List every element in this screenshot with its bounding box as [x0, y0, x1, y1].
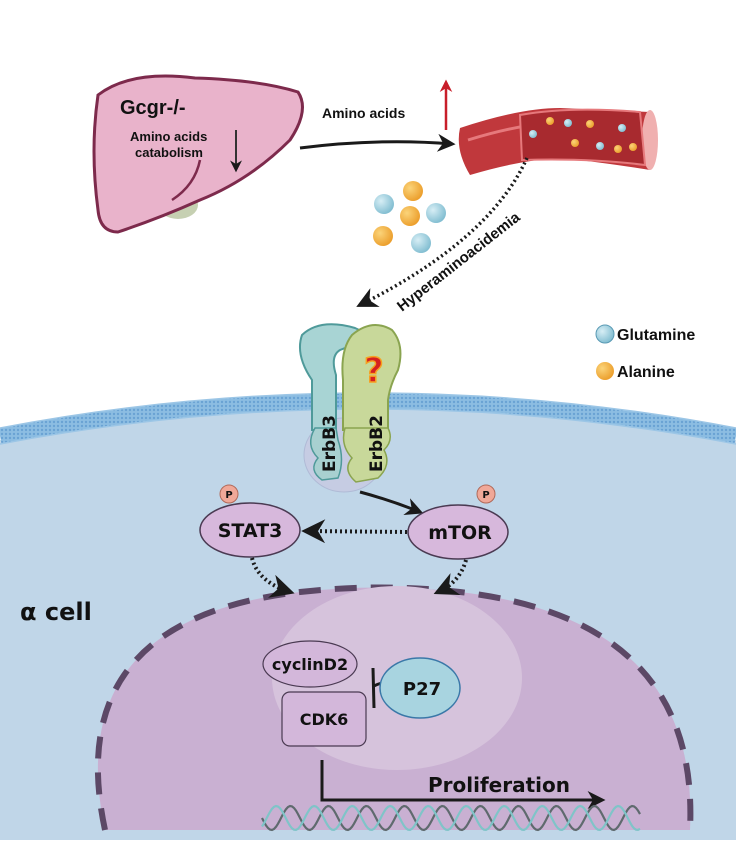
receptor-dimer: [299, 323, 402, 493]
amino-acid-cluster: [373, 181, 446, 253]
legend-glutamine-label: Glutamine: [617, 327, 695, 344]
erbb2-receptor: [341, 324, 402, 431]
mtor-node: P mTOR: [407, 484, 509, 560]
cdk6-node: [281, 691, 367, 747]
alanine-dot: [403, 181, 423, 201]
vessel-label: Amino acids: [322, 105, 405, 121]
glutamine-dot: [618, 124, 626, 132]
liver-process-line2: catabolism: [135, 145, 203, 160]
glutamine-dot: [426, 203, 446, 223]
dna-helix-icon: [261, 804, 641, 832]
alanine-dot: [586, 120, 594, 128]
alanine-dot: [546, 117, 554, 125]
receptor-to-mtor-arrow: [359, 490, 424, 516]
p27-node: P27: [379, 657, 461, 719]
proliferation-label: Proliferation: [428, 773, 570, 797]
cyclind2-node: [262, 640, 358, 688]
mtor-to-stat3-arrow: [301, 519, 408, 544]
mtor-label: mTOR: [428, 522, 492, 544]
cdk6-label: CDK6: [300, 710, 349, 729]
alpha-cell-label: α cell: [20, 598, 92, 626]
glutamine-dot: [374, 194, 394, 214]
dna-strand: [261, 804, 641, 832]
proliferation-arrow: [320, 760, 606, 809]
glutamine-dot: [529, 130, 537, 138]
mtor-phospho-label: P: [482, 490, 489, 501]
vessel-molecules: [529, 117, 637, 153]
p27-label: P27: [403, 679, 441, 700]
mtor-phospho-icon: [476, 484, 496, 504]
stat3-phospho-label: P: [225, 490, 232, 501]
stat3-label: STAT3: [218, 520, 283, 542]
legend-alanine-label: Alanine: [617, 364, 675, 381]
erbb2-label: ErbB2: [367, 415, 387, 472]
dna-strand: [261, 804, 641, 832]
glutamine-dot: [596, 142, 604, 150]
liver-process-line1: Amino acids: [130, 129, 207, 144]
legend-glutamine-icon: [595, 324, 615, 344]
alanine-dot: [373, 226, 393, 246]
alanine-dot: [614, 145, 622, 153]
glutamine-dot: [564, 119, 572, 127]
liver-organ: [92, 74, 304, 234]
legend-alanine-icon: [596, 362, 614, 380]
erbb3-label: ErbB3: [320, 415, 340, 472]
alanine-dot: [629, 143, 637, 151]
stat3-node: P STAT3: [199, 484, 301, 558]
stat3-phospho-icon: [219, 484, 239, 504]
cyclind2-label: cyclinD2: [272, 655, 348, 674]
liver-title: Gcgr-/-: [120, 97, 186, 119]
mtor-to-nucleus-arrow: [433, 559, 468, 595]
blood-vessel: [458, 108, 658, 175]
unknown-question-mark-icon: ?: [364, 351, 384, 391]
legend: Glutamine Alanine: [595, 324, 695, 381]
alanine-dot: [571, 139, 579, 147]
glutamine-dot: [411, 233, 431, 253]
liver-to-vessel-arrow: [299, 133, 456, 152]
alanine-dot: [400, 206, 420, 226]
cyclind2-cdk6-complex: cyclinD2 CDK6: [262, 640, 367, 747]
hyperaminoacidemia-arrow: [356, 157, 529, 307]
